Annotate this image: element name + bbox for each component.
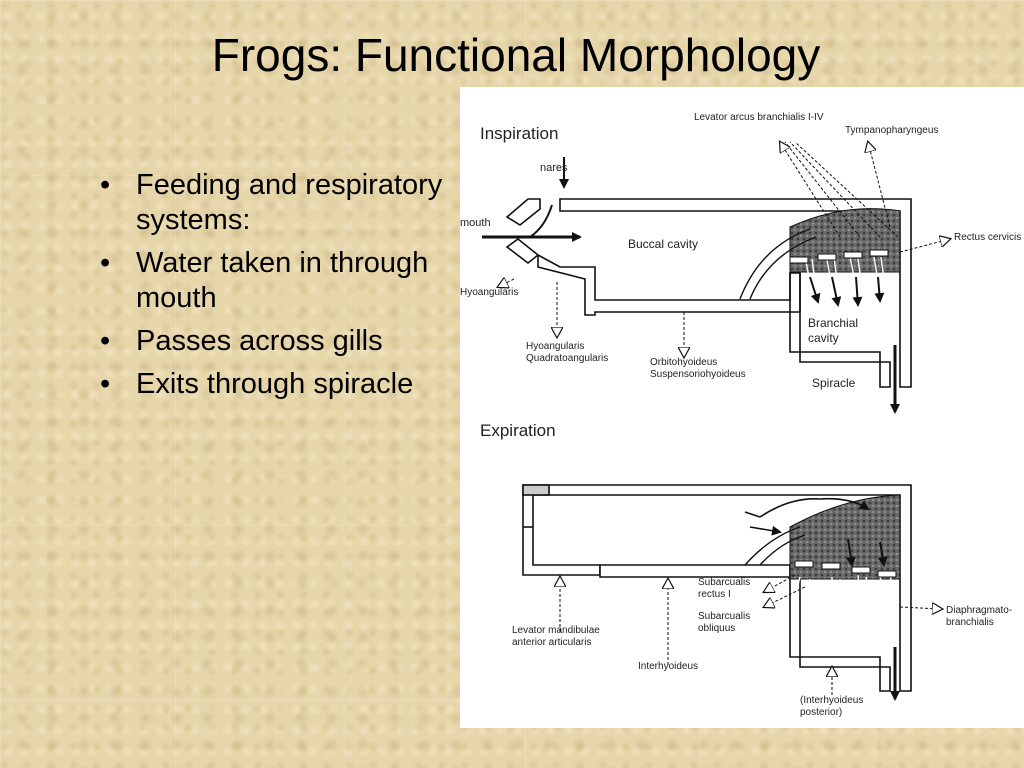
gill-bars-expiration xyxy=(794,560,897,578)
slide-title: Frogs: Functional Morphology xyxy=(211,29,821,81)
bullet-item: • Exits through spiracle xyxy=(100,367,450,402)
bullet-item: • Passes across gills xyxy=(100,324,450,359)
bullet-text: Water taken in through mouth xyxy=(136,247,429,314)
label-subarcualis-obliquus-line2: obliquus xyxy=(698,623,735,634)
respiration-diagram: Inspiration xyxy=(460,87,1024,728)
gill-arch-curve xyxy=(739,228,811,300)
gill-filaments-expiration xyxy=(791,574,896,611)
label-rectus-cervicis: Rectus cervicis xyxy=(954,232,1021,243)
bullet-text: Feeding and respiratory systems: xyxy=(136,169,443,236)
label-suspensoriohyoideus: Suspensoriohyoideus xyxy=(650,369,746,380)
inspiration-panel: Inspiration xyxy=(460,112,1021,414)
label-diaphragmato: Diaphragmato- xyxy=(946,605,1012,616)
water-flow-arrows-expiration xyxy=(744,497,900,701)
label-levator-mandibulae: Levator mandibulae xyxy=(512,625,600,636)
muscle-pointers xyxy=(498,142,950,357)
label-subarcualis-rectus: Subarcualis xyxy=(698,577,750,588)
label-orbitohyoideus: Orbitohyoideus xyxy=(650,357,717,368)
label-spiracle: Spiracle xyxy=(812,376,856,390)
label-buccal-cavity: Buccal cavity xyxy=(628,237,698,251)
water-flow-arrows xyxy=(482,157,900,414)
label-quadratoangularis: Quadratoangularis xyxy=(526,353,608,364)
muscle-pointers-expiration xyxy=(560,574,942,695)
gill-filaments xyxy=(804,254,885,283)
label-branchial: Branchial xyxy=(808,316,858,330)
bullet-text: Passes across gills xyxy=(136,325,383,357)
label-subarcualis-obliquus: Subarcualis xyxy=(698,611,750,622)
label-interhyoideus: Interhyoideus xyxy=(638,661,698,672)
label-levator-mandibulae-line2: anterior articularis xyxy=(512,637,591,648)
gill-region-expiration xyxy=(789,494,901,580)
label-levator-arcus: Levator arcus branchialis I-IV xyxy=(694,112,824,123)
bullet-item: • Water taken in through mouth xyxy=(100,246,450,316)
label-interhyoideus-posterior-line2: posterior) xyxy=(800,707,842,718)
bullet-text: Exits through spiracle xyxy=(136,368,414,400)
label-cavity: cavity xyxy=(808,331,839,345)
gill-bars xyxy=(789,249,889,264)
bullet-dot: • xyxy=(100,247,111,279)
bullet-list: • Feeding and respiratory systems: • Water… xyxy=(100,168,450,410)
expiration-heading: Expiration xyxy=(480,421,556,440)
label-interhyoideus-posterior: (Interhyoideus xyxy=(800,695,863,706)
inspiration-chamber xyxy=(505,198,912,388)
inspiration-heading: Inspiration xyxy=(480,124,558,143)
label-mouth: mouth xyxy=(460,217,491,229)
label-diaphragmato-line2: branchialis xyxy=(946,617,994,628)
bullet-dot: • xyxy=(100,169,111,201)
label-nares: nares xyxy=(540,162,568,174)
bullet-dot: • xyxy=(100,368,111,400)
expiration-panel: Expiration xyxy=(480,421,1012,718)
expiration-chamber xyxy=(522,484,912,692)
label-hyoangularis-left: Hyoangularis xyxy=(460,287,518,298)
bullet-item: • Feeding and respiratory systems: xyxy=(100,168,450,238)
label-hyoangularis: Hyoangularis xyxy=(526,341,584,352)
bullet-dot: • xyxy=(100,325,111,357)
respiration-diagram-svg: Inspiration xyxy=(460,112,1021,718)
label-tympanopharyngeus: Tympanopharyngeus xyxy=(845,125,938,136)
label-subarcualis-rectus-line2: rectus I xyxy=(698,589,731,600)
